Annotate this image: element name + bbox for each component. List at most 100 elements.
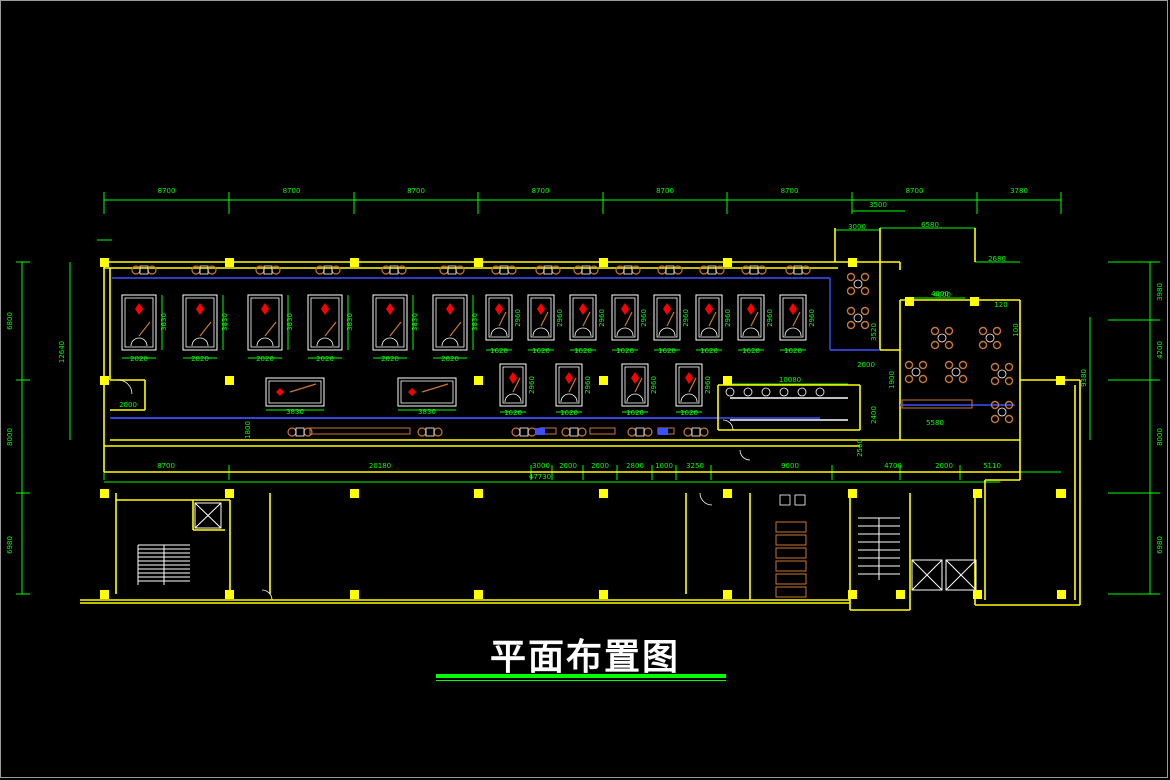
small-table-felt: [698, 297, 720, 338]
top-dimension-label: 8700: [283, 187, 301, 195]
toilet-stall: [775, 573, 807, 585]
table-height-label: 2960: [598, 309, 606, 327]
column: [905, 297, 914, 306]
column: [723, 489, 732, 498]
column: [100, 590, 109, 599]
small-table-cue: [582, 311, 591, 327]
table-width-label: 1620: [560, 409, 578, 417]
bar-stool: [761, 387, 771, 397]
right-dimension-label: 6980: [1156, 536, 1164, 554]
table-width-label: 1620: [784, 347, 802, 355]
lounge-table: [997, 407, 1007, 417]
small-table-mid-arc: [680, 393, 698, 403]
bar-stool: [725, 387, 735, 397]
title-underline: [436, 674, 726, 678]
small-table-ball-rack: [747, 303, 755, 315]
lounge-chair: [904, 374, 914, 384]
sub-dimension-label: 2680: [988, 255, 1006, 263]
lounge-table: [951, 367, 961, 377]
small-table: [695, 294, 723, 341]
large-table: [182, 294, 218, 351]
table-width-label: 1620: [532, 347, 550, 355]
large-table-ball-rack: [386, 303, 394, 315]
top-dimension-label: 8700: [532, 187, 550, 195]
column: [225, 258, 234, 267]
side-table: [665, 265, 675, 275]
small-table-mid-cue: [568, 377, 577, 393]
ball-rack: [276, 388, 284, 396]
column: [848, 489, 857, 498]
door-swing: [722, 419, 734, 431]
side-table: [519, 427, 529, 437]
table-width-label: 1620: [574, 347, 592, 355]
small-table-mid-ball-rack: [685, 372, 693, 384]
small-table-cue: [540, 311, 549, 327]
small-table-mid: [621, 363, 649, 407]
side-table: [295, 427, 305, 437]
lounge-chair: [1004, 400, 1014, 410]
small-table-ball-rack: [621, 303, 629, 315]
column: [896, 590, 905, 599]
lounge-chair: [846, 286, 856, 296]
small-table-arc: [742, 327, 760, 337]
small-table-felt: [488, 297, 510, 338]
column: [350, 590, 359, 599]
table-width-label: 3830: [418, 408, 436, 416]
left-dimension-label: 2000: [119, 401, 137, 409]
side-table: [793, 265, 803, 275]
lounge-chair: [944, 326, 954, 336]
column: [599, 590, 608, 599]
lounge-chair: [918, 374, 928, 384]
small-table-mid-cue: [634, 377, 643, 393]
bench-blue: [658, 428, 668, 435]
bottom-dimension-label: 3000: [532, 462, 550, 470]
cue: [289, 383, 317, 393]
large-table-ball-rack: [261, 303, 269, 315]
bar-stool: [779, 387, 789, 397]
lounge-chair: [978, 326, 988, 336]
side-table: [499, 265, 509, 275]
column: [723, 590, 732, 599]
small-table-mid-felt: [558, 366, 580, 404]
lounge-chair: [978, 340, 988, 350]
side-table: [569, 427, 579, 437]
small-table: [485, 294, 513, 341]
column: [1057, 590, 1066, 599]
large-table-felt: [310, 297, 340, 348]
small-table-mid: [555, 363, 583, 407]
lounge-dim-label: 5580: [926, 419, 944, 427]
large-table-arc: [130, 337, 148, 347]
small-table-cue: [624, 311, 633, 327]
small-table-mid-cue: [688, 377, 697, 393]
large-table-cue: [449, 321, 462, 337]
side-table: [749, 265, 759, 275]
large-table-horizontal: [397, 377, 457, 407]
toilet-stall: [775, 560, 807, 572]
lounge-chair: [944, 360, 954, 370]
chair: [417, 427, 427, 437]
right-dimension-label: 8000: [1156, 428, 1164, 446]
table-height-label: 2960: [584, 376, 592, 394]
large-table: [121, 294, 157, 351]
table-width-label: 3830: [286, 408, 304, 416]
lounge-chair: [992, 340, 1002, 350]
table-height-label: 3830: [411, 313, 419, 331]
small-table-mid: [675, 363, 703, 407]
door-swing: [699, 492, 713, 506]
lounge-table: [911, 367, 921, 377]
side-table: [199, 265, 209, 275]
lounge-chair: [860, 272, 870, 282]
lounge-dim-label: 4000: [931, 290, 949, 298]
lounge-chair: [846, 320, 856, 330]
small-table-felt: [530, 297, 552, 338]
small-table-mid-felt: [502, 366, 524, 404]
large-table-felt: [375, 297, 405, 348]
large-table-ball-rack: [135, 303, 143, 315]
lounge-chair: [930, 326, 940, 336]
elevator-shaft: [911, 559, 943, 591]
bottom-dimension-label: 4700: [884, 462, 902, 470]
lounge-table: [853, 279, 863, 289]
bar-stool: [815, 387, 825, 397]
large-table-arc: [441, 337, 459, 347]
sink: [779, 494, 791, 506]
